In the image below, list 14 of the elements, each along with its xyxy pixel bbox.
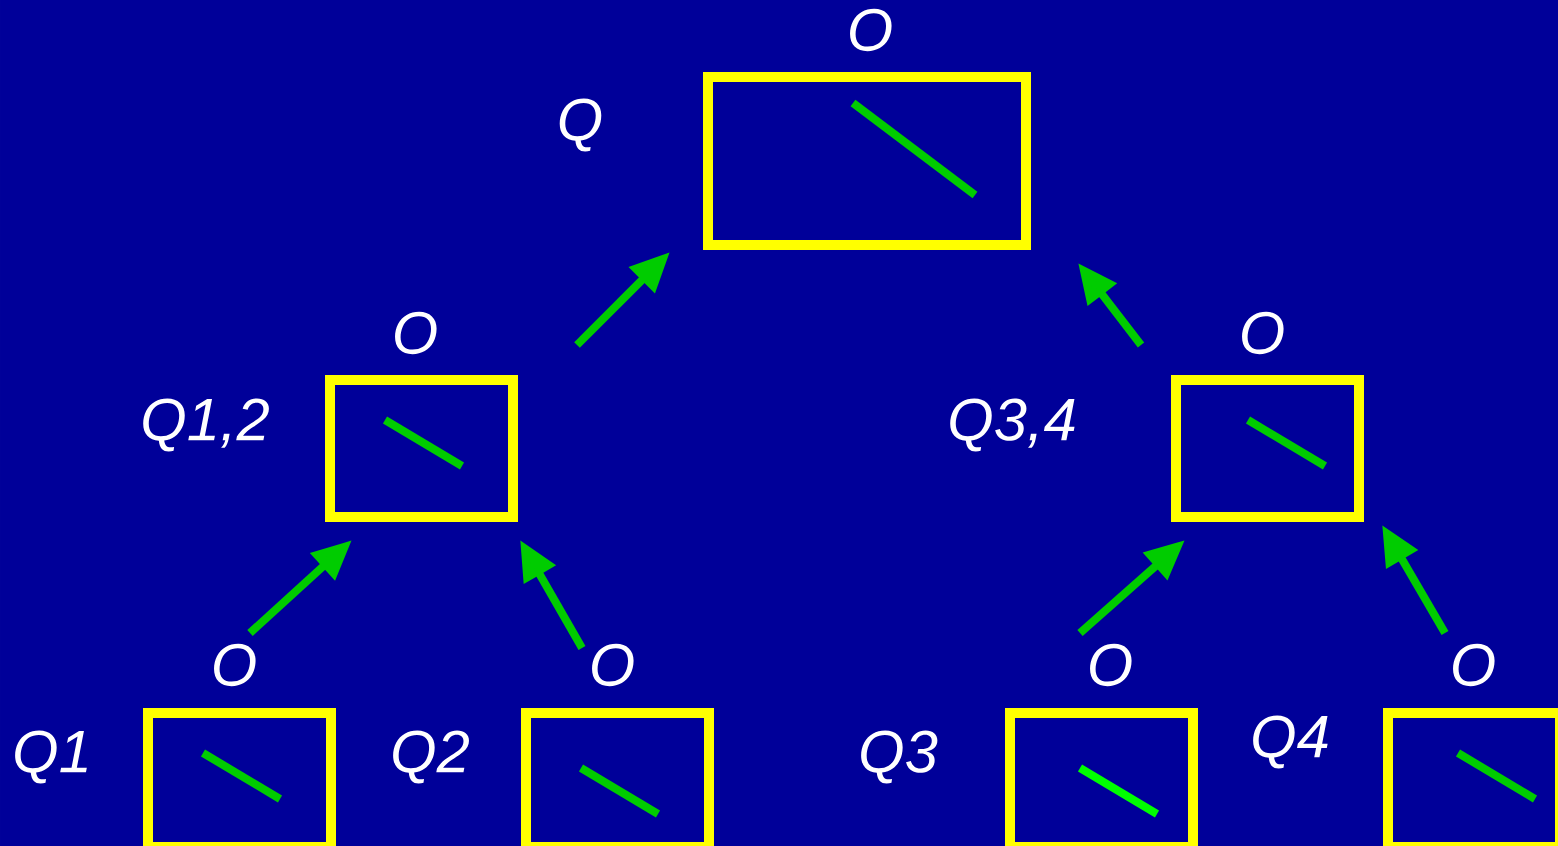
name-label: Q3,4 (950, 398, 1075, 452)
node-label: O (395, 311, 437, 355)
node-label: O (850, 8, 892, 52)
name-label: Q1 (15, 730, 87, 784)
name-label: Q2 (393, 730, 469, 784)
node-label: O (1453, 643, 1495, 687)
name-label: Q4 (1253, 715, 1328, 769)
node-label: O (1090, 643, 1132, 687)
name-label: Q3 (861, 730, 938, 784)
node-label: O (1242, 311, 1284, 355)
node-label: O (214, 643, 256, 687)
name-label: Q (559, 98, 602, 152)
node-label: O (592, 643, 634, 687)
name-label: Q1,2 (143, 398, 269, 452)
